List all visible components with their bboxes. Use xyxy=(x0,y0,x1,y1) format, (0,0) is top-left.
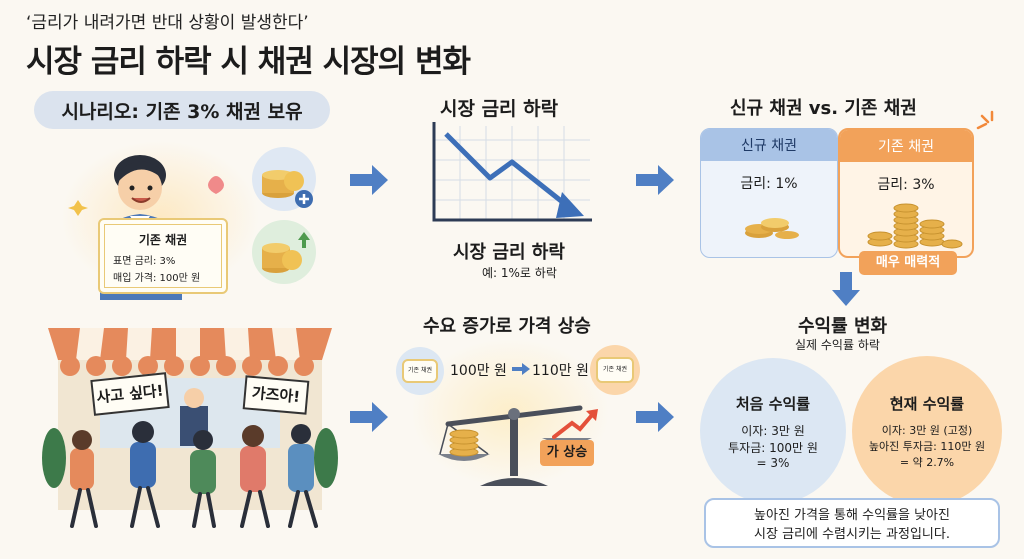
old-bond-title: 기존 채권 xyxy=(840,130,972,162)
new-bond-title: 신규 채권 xyxy=(701,129,837,161)
certificate-title: 기존 채권 xyxy=(138,233,188,247)
mini-certificate-new: 기존 채권 xyxy=(596,357,634,383)
flow-arrow-2 xyxy=(636,165,674,195)
header-quote: ‘금리가 내려가면 반대 상황이 발생한다’ xyxy=(26,13,309,33)
coins-plus-icon xyxy=(252,147,316,211)
initial-yield-circle: 처음 수익률 이자: 3만 원 투자금: 100만 원 = 3% xyxy=(700,358,846,504)
flow-arrow-3 xyxy=(350,402,388,432)
large-coin-stack-icon xyxy=(867,203,963,249)
old-price-bond-circle: 기존 채권 xyxy=(396,347,444,395)
highlight-rays-icon xyxy=(976,110,994,130)
old-bond-rate: 금리: 3% xyxy=(877,177,935,193)
old-bond-card: 기존 채권 금리: 3% xyxy=(838,128,974,258)
sign-lets-go: 가즈아! xyxy=(242,375,310,415)
small-coin-stack-icon xyxy=(745,218,799,239)
current-yield-circle: 현재 수익률 이자: 3만 원 (고정) 높아진 투자금: 110만 원 = 약… xyxy=(852,356,1002,506)
yield-note-line2: 시장 금리에 수렴시키는 과정입니다. xyxy=(754,527,950,542)
price-rise-tag: 가 상승 xyxy=(540,440,594,466)
scenario-label: 시나리오: 기존 3% 채권 보유 xyxy=(34,91,330,129)
current-yield-interest: 이자: 3만 원 (고정) xyxy=(881,423,973,437)
yield-note-line1: 높아진 가격을 통해 수익률을 낮아진 xyxy=(754,508,950,523)
new-price-bond-circle: 기존 채권 xyxy=(590,345,640,395)
yield-subheading: 실제 수익률 하락 xyxy=(795,338,880,352)
demand-heading: 수요 증가로 가격 상승 xyxy=(423,316,591,337)
price-to: 110만 원 xyxy=(532,363,589,379)
attractive-badge: 매우 매력적 xyxy=(859,251,957,275)
initial-yield-title: 처음 수익률 xyxy=(735,394,811,413)
existing-bond-certificate: 기존 채권 표면 금리: 3% 매입 가격: 100만 원 xyxy=(98,218,228,294)
rate-drop-caption-sub: 예: 1%로 하락 xyxy=(482,266,557,280)
bond-market-illustration xyxy=(42,328,338,528)
new-bond-card: 신규 채권 금리: 1% xyxy=(700,128,838,258)
price-from: 100만 원 xyxy=(450,363,507,379)
current-yield-title: 현재 수익률 xyxy=(889,394,965,413)
price-arrow-icon xyxy=(512,363,530,375)
yield-heading: 수익률 변화 xyxy=(798,316,888,337)
rate-drop-heading: 시장 금리 하락 xyxy=(440,98,559,120)
flow-arrow-1 xyxy=(350,165,388,195)
comparison-heading: 신규 채권 vs. 기존 채권 xyxy=(730,98,917,119)
rate-drop-caption-title: 시장 금리 하락 xyxy=(453,242,565,263)
current-yield-principal: 높아진 투자금: 110만 원 xyxy=(868,439,986,453)
down-arrow xyxy=(832,272,860,306)
initial-yield-principal: 투자금: 100만 원 xyxy=(728,440,818,455)
current-yield-result: = 약 2.7% xyxy=(899,455,955,469)
initial-yield-interest: 이자: 3만 원 xyxy=(741,423,805,438)
falling-rate-chart xyxy=(432,122,592,222)
certificate-coupon: 표면 금리: 3% xyxy=(113,256,176,267)
page-title: 시장 금리 하락 시 채권 시장의 변화 xyxy=(26,44,471,80)
flow-arrow-4 xyxy=(636,402,674,432)
certificate-price: 매입 가격: 100만 원 xyxy=(113,273,201,284)
price-up-arrow-icon xyxy=(552,409,598,439)
yield-note-box: 높아진 가격을 통해 수익률을 낮아진 시장 금리에 수렴시키는 과정입니다. xyxy=(704,498,1000,548)
coins-up-icon xyxy=(252,220,316,284)
mini-certificate-old: 기존 채권 xyxy=(402,359,438,383)
initial-yield-result: = 3% xyxy=(756,455,790,470)
new-bond-rate: 금리: 1% xyxy=(740,176,798,192)
